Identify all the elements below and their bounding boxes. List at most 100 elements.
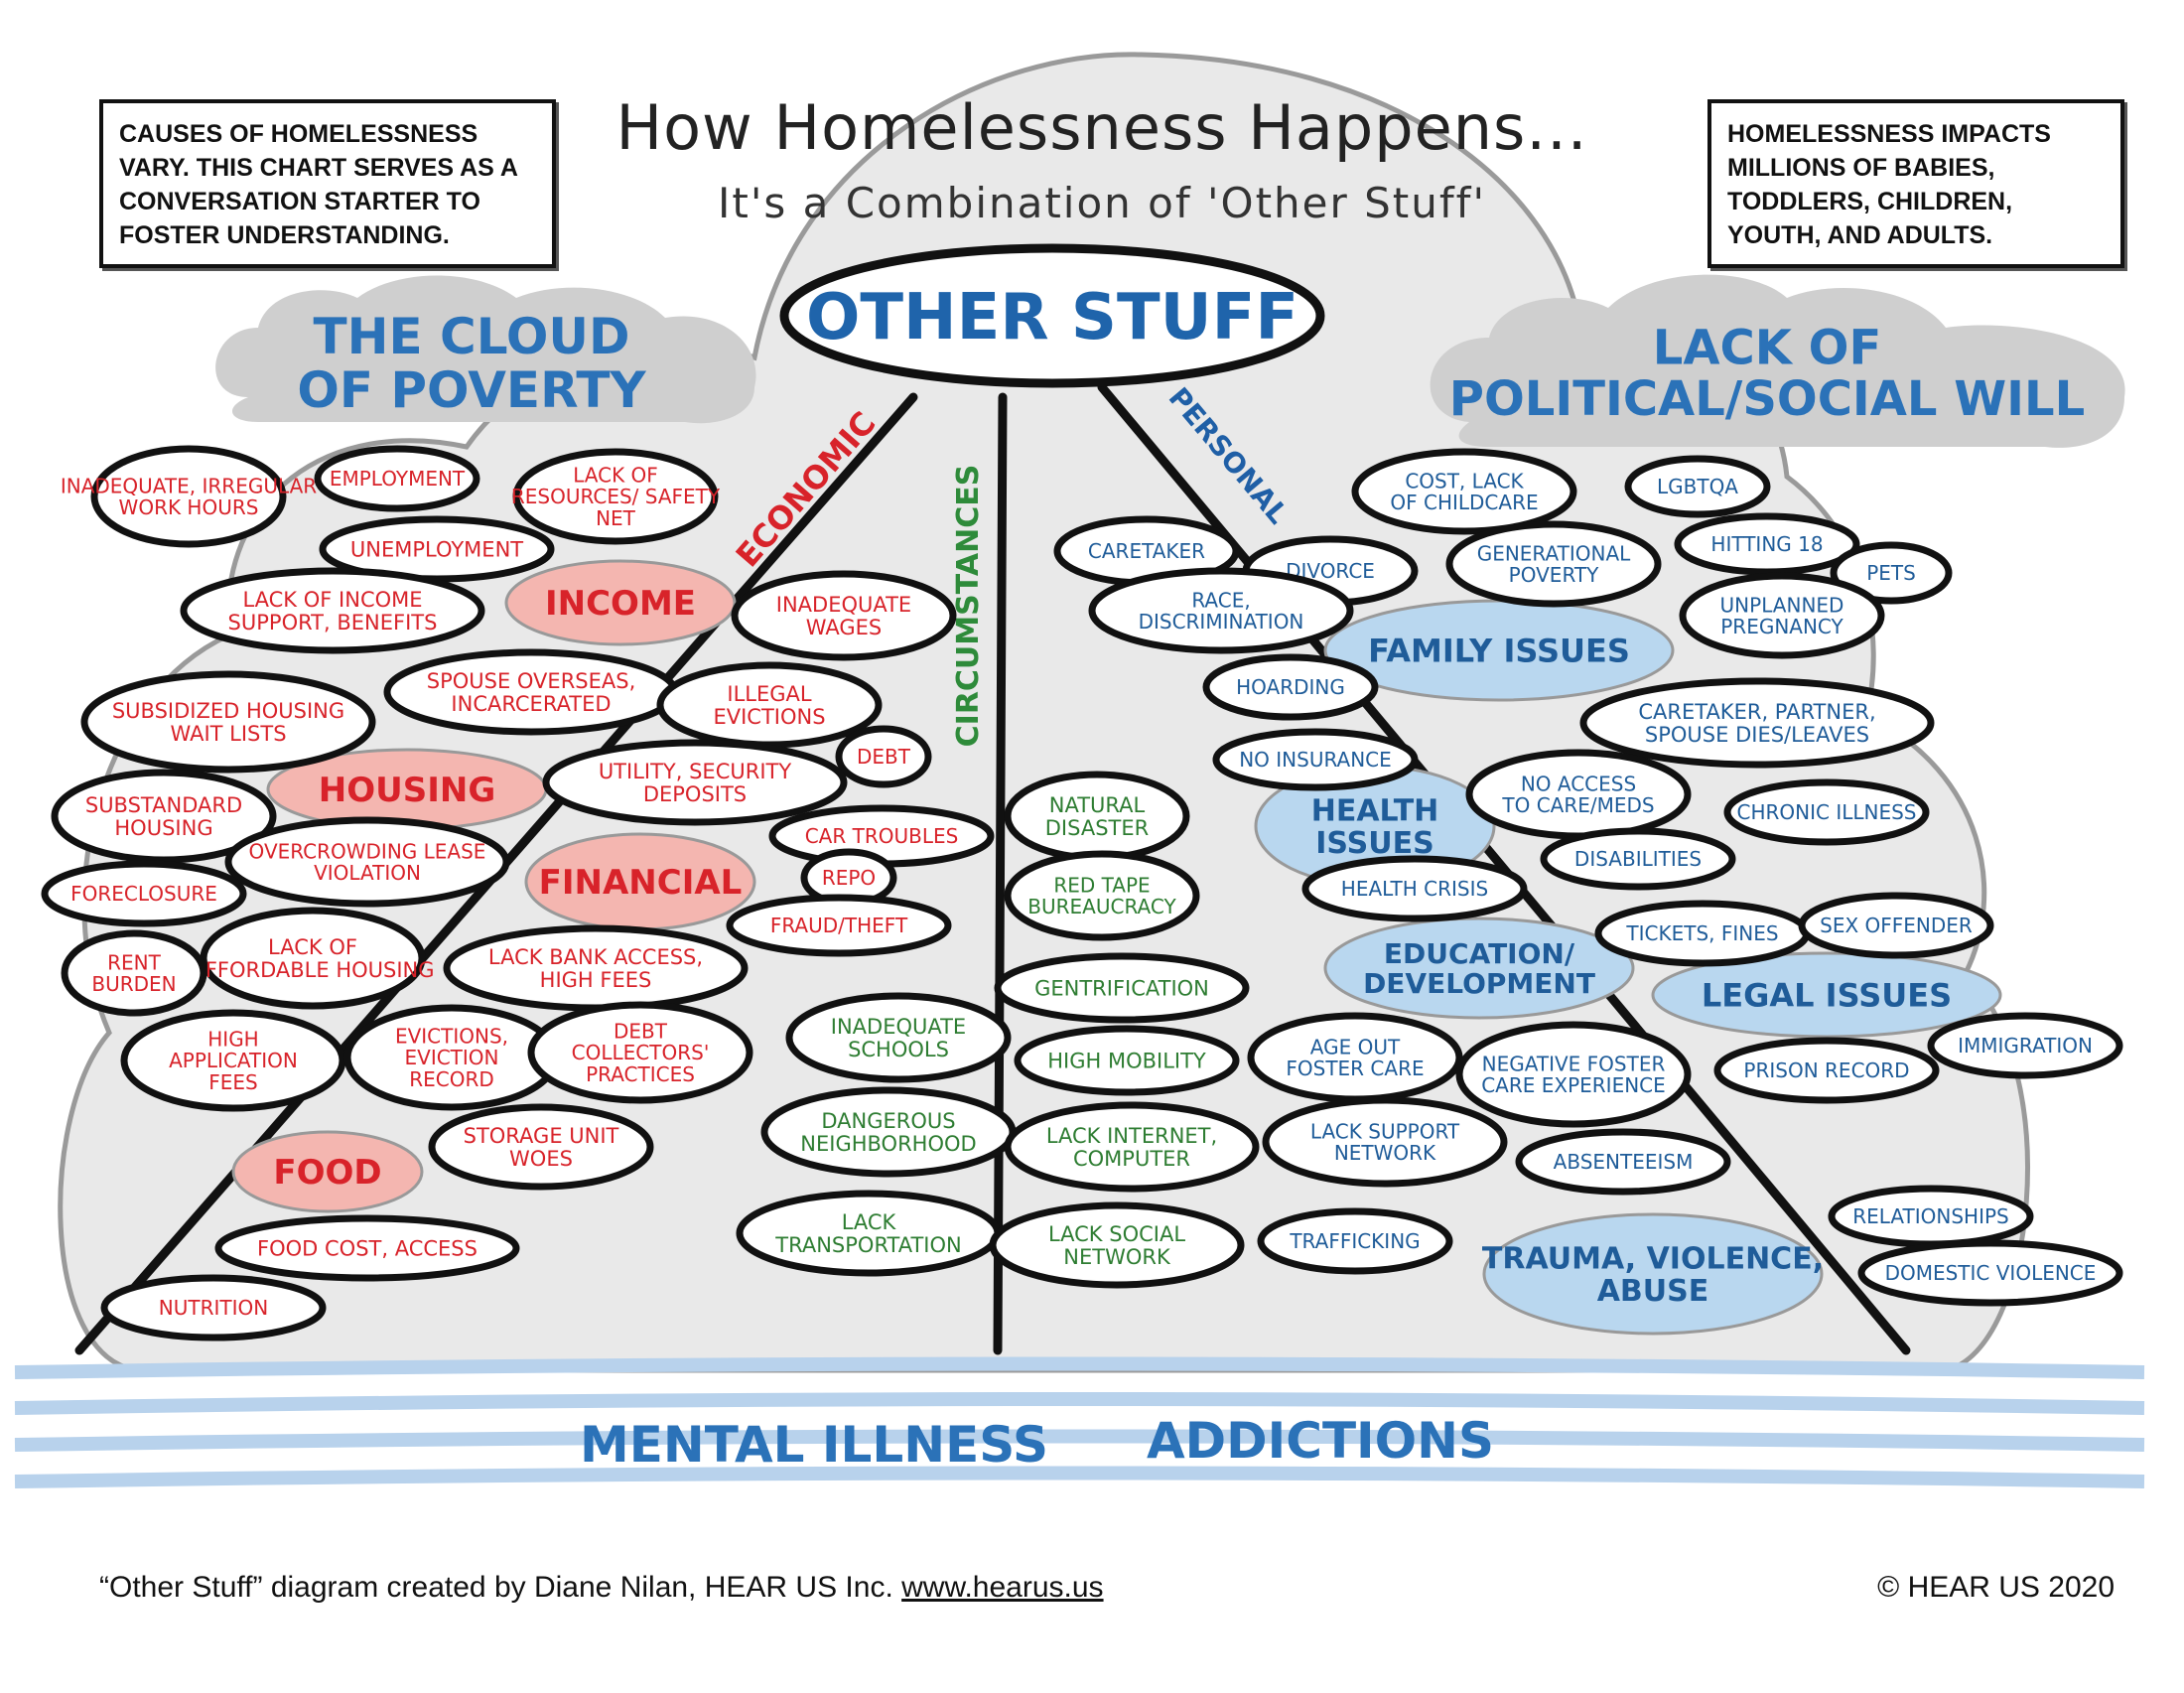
cause-oval <box>180 567 485 654</box>
hearus-link[interactable]: www.hearus.us <box>901 1571 1104 1604</box>
cause-label-line-2: OF CHILDCARE <box>1390 491 1538 514</box>
category-income: INCOME <box>504 559 737 646</box>
category-label-line-2: ABUSE <box>1597 1274 1709 1309</box>
cause-oval <box>1004 1101 1260 1193</box>
info-box-causes: CAUSES OF HOMELESSNESS VARY. THIS CHART … <box>99 99 556 268</box>
cause-label-line-2: TRANSPORTATION <box>774 1233 961 1257</box>
cause-prison-record: PRISON RECORD <box>1713 1037 1940 1104</box>
foundation-label-addictions: ADDICTIONS <box>1147 1412 1494 1470</box>
cause-label-line-1: RED TAPE <box>1053 873 1150 897</box>
cause-debt: DEBT <box>835 725 932 788</box>
cause-oval <box>214 1214 520 1282</box>
cause-oval <box>1004 850 1200 941</box>
footer-credit: “Other Stuff” diagram created by Diane N… <box>99 1571 1104 1605</box>
cause-oval <box>1723 778 1930 846</box>
cause-label-line-1: LACK BANK ACCESS, <box>488 945 703 969</box>
cause-label-line-2: HOUSING <box>114 816 212 840</box>
cause-oval <box>1579 677 1935 769</box>
cause-label-line-3: FEES <box>208 1070 257 1094</box>
poverty-cloud-shape <box>215 275 756 424</box>
cause-high-mobility: HIGH MOBILITY <box>1014 1025 1240 1096</box>
category-legal-issues: LEGAL ISSUES <box>1651 951 2002 1039</box>
cause-employment: EMPLOYMENT <box>314 445 480 512</box>
cause-oval <box>1515 1128 1731 1196</box>
cause-label-line-1: LACK <box>842 1210 897 1234</box>
cause-label-line-2: SCHOOLS <box>848 1038 949 1061</box>
cause-label-line-1: RACE, <box>1191 588 1250 612</box>
cause-label-line-2: EVICTION <box>405 1046 499 1069</box>
category-label: HOUSING <box>319 771 495 810</box>
cause-label-line-3: RECORD <box>409 1067 494 1091</box>
cause-lack-bank-access-high-fees: LACK BANK ACCESS,HIGH FEES <box>443 924 749 1012</box>
cause-hitting-18: HITTING 18 <box>1674 512 1860 576</box>
cause-tickets-fines: TICKETS, FINES <box>1594 900 1811 967</box>
cause-label-line-1: RENT <box>107 950 161 974</box>
cause-label: DOMESTIC VIOLENCE <box>1885 1261 2097 1285</box>
cause-label-line-3: PRACTICES <box>586 1062 695 1086</box>
cause-label-line-1: INADEQUATE <box>831 1015 966 1039</box>
category-label-line-2: DEVELOPMENT <box>1363 967 1595 1000</box>
cause-nutrition: NUTRITION <box>100 1274 327 1341</box>
cause-label-line-1: DEBT <box>614 1020 668 1044</box>
cause-label: EMPLOYMENT <box>330 467 466 491</box>
hub-oval <box>779 243 1325 388</box>
cause-disabilities: DISABILITIES <box>1540 827 1736 891</box>
cause-oval <box>835 725 932 788</box>
page-title: How Homelessness Happens... <box>615 91 1588 164</box>
category-blob <box>1651 951 2002 1039</box>
cause-no-insurance: NO INSURANCE <box>1212 728 1419 791</box>
cause-label-line-2: BUREAUCRACY <box>1027 895 1176 918</box>
cause-oval <box>1927 1012 2123 1079</box>
cause-oval <box>731 570 957 661</box>
page-subtitle: It's a Combination of 'Other Stuff' <box>718 179 1486 227</box>
cause-label: CAR TROUBLES <box>805 824 959 848</box>
cause-absenteeism: ABSENTEEISM <box>1515 1128 1731 1196</box>
cause-car-troubles: CAR TROUBLES <box>768 804 995 868</box>
cause-oval <box>1445 520 1662 608</box>
other-stuff-hub: OTHER STUFF <box>779 243 1325 388</box>
cause-label: TICKETS, FINES <box>1625 921 1778 945</box>
cause-oval <box>1351 448 1577 535</box>
cause-label-line-1: CARETAKER, PARTNER, <box>1638 700 1875 724</box>
cause-sex-offender: SEX OFFENDER <box>1798 892 1994 959</box>
cause-oval <box>994 952 1250 1024</box>
cause-label-line-2: AFFORDABLE HOUSING <box>191 958 434 982</box>
category-trauma-violence-abuse: TRAUMA, VIOLENCE,ABUSE <box>1482 1212 1824 1336</box>
category-label: FAMILY ISSUES <box>1368 633 1630 670</box>
category-label-line-1: TRAUMA, VIOLENCE, <box>1482 1242 1824 1277</box>
cause-label-line-1: LACK INTERNET, <box>1046 1124 1217 1148</box>
category-blob <box>504 559 737 646</box>
cause-label-line-1: EVICTIONS, <box>395 1025 508 1049</box>
category-label-line-1: HEALTH <box>1311 794 1439 829</box>
cause-label-line-1: LACK SUPPORT <box>1310 1119 1460 1143</box>
cause-label-line-1: AGE OUT <box>1310 1035 1401 1058</box>
category-label: FOOD <box>273 1153 381 1193</box>
category-label: INCOME <box>545 584 696 624</box>
cause-label: DEBT <box>857 745 911 769</box>
cause-oval <box>1257 1207 1453 1275</box>
cause-label-line-2: NEIGHBORHOOD <box>800 1132 976 1156</box>
cause-gentrification: GENTRIFICATION <box>994 952 1250 1024</box>
cause-oval <box>90 445 287 548</box>
cause-oval <box>1455 1021 1692 1128</box>
cause-spouse-overseas-incarcerated: SPOUSE OVERSEAS,INCARCERATED <box>383 648 679 736</box>
cause-label-line-2: EVICTIONS <box>713 705 825 729</box>
cause-label-line-2: TO CARE/MEDS <box>1501 793 1654 817</box>
cause-oval <box>1202 653 1379 721</box>
category-education-development: EDUCATION/DEVELOPMENT <box>1323 917 1635 1020</box>
cause-label: PRISON RECORD <box>1743 1058 1909 1082</box>
